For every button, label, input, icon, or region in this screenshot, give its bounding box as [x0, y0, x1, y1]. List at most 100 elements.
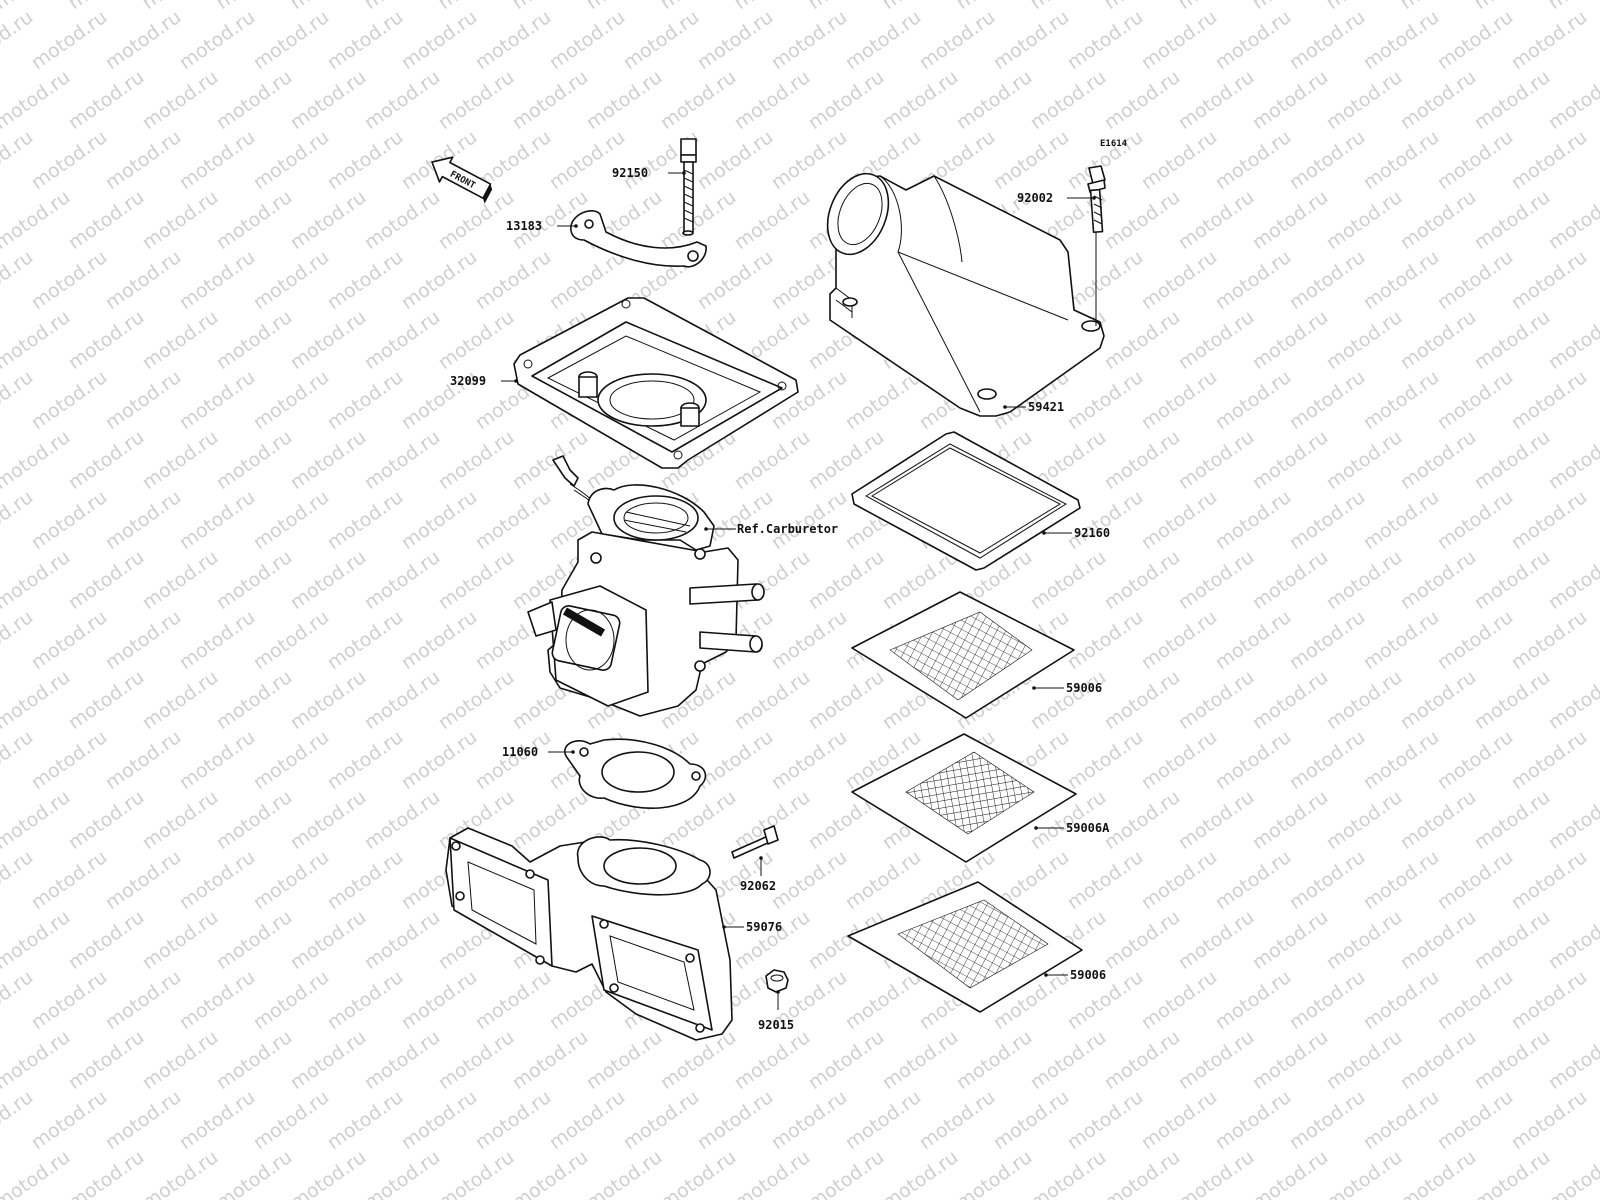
watermark-text: motod.ru	[138, 66, 222, 134]
watermark-text: motod.ru	[1544, 666, 1600, 734]
watermark-text: motod.ru	[0, 66, 74, 134]
watermark-text: motod.ru	[101, 6, 185, 74]
watermark-text: motod.ru	[582, 66, 666, 134]
base-plate-32099-icon	[513, 297, 799, 469]
watermark-text: motod.ru	[1211, 126, 1295, 194]
watermark-text: motod.ru	[1544, 426, 1600, 494]
watermark-text: motod.ru	[730, 666, 814, 734]
watermark-text: motod.ru	[64, 426, 148, 494]
watermark-text: motod.ru	[1322, 1026, 1406, 1094]
watermark-text: motod.ru	[249, 246, 333, 314]
watermark-text: motod.ru	[1211, 966, 1295, 1034]
watermark-text: motod.ru	[767, 606, 851, 674]
watermark-text: motod.ru	[175, 6, 259, 74]
watermark-text: motod.ru	[286, 186, 370, 254]
watermark-text: motod.ru	[1248, 1026, 1332, 1094]
watermark-text: motod.ru	[1063, 846, 1147, 914]
watermark-text: motod.ru	[27, 1086, 111, 1154]
watermark-text: motod.ru	[730, 186, 814, 254]
watermark-text: motod.ru	[1359, 1086, 1443, 1154]
watermark-text: motod.ru	[1433, 1086, 1517, 1154]
watermark-text: motod.ru	[730, 66, 814, 134]
watermark-text: motod.ru	[471, 1086, 555, 1154]
label-ref-carburetor: Ref.Carburetor	[737, 522, 838, 536]
watermark-text: motod.ru	[545, 6, 629, 74]
label-59006-top: 59006	[1066, 681, 1102, 695]
watermark-text: motod.ru	[1507, 606, 1591, 674]
watermark-text: motod.ru	[101, 846, 185, 914]
watermark-text: motod.ru	[693, 726, 777, 794]
watermark-text: motod.ru	[175, 846, 259, 914]
watermark-text: motod.ru	[508, 66, 592, 134]
watermark-text: motod.ru	[1174, 66, 1258, 134]
watermark-text: motod.ru	[212, 426, 296, 494]
watermark-text: motod.ru	[397, 6, 481, 74]
watermark-text: motod.ru	[1322, 186, 1406, 254]
watermark-text: motod.ru	[101, 1086, 185, 1154]
watermark-text: motod.ru	[397, 606, 481, 674]
watermark-text: motod.ru	[1470, 1146, 1554, 1200]
watermark-text: motod.ru	[952, 1146, 1036, 1200]
watermark-text: motod.ru	[249, 366, 333, 434]
watermark-text: motod.ru	[212, 1026, 296, 1094]
label-92015: 92015	[758, 1018, 794, 1032]
watermark-text: motod.ru	[730, 786, 814, 854]
watermark-text: motod.ru	[1100, 546, 1184, 614]
label-59006-bottom: 59006	[1070, 968, 1106, 982]
label-32099: 32099	[450, 374, 486, 388]
watermark-text: motod.ru	[1396, 906, 1480, 974]
watermark-text: motod.ru	[693, 1086, 777, 1154]
watermark-text: motod.ru	[434, 1026, 518, 1094]
watermark-text: motod.ru	[656, 1146, 740, 1200]
watermark-text: motod.ru	[64, 66, 148, 134]
watermark-text: motod.ru	[360, 306, 444, 374]
watermark-text: motod.ru	[0, 906, 74, 974]
watermark-text: motod.ru	[138, 1146, 222, 1200]
watermark-text: motod.ru	[101, 366, 185, 434]
bolt-92150-icon	[680, 138, 697, 236]
watermark-text: motod.ru	[1285, 6, 1369, 74]
watermark-text: motod.ru	[545, 1086, 629, 1154]
watermark-text: motod.ru	[1248, 66, 1332, 134]
watermark-text: motod.ru	[212, 186, 296, 254]
watermark-text: motod.ru	[878, 1146, 962, 1200]
watermark-text: motod.ru	[434, 666, 518, 734]
watermark-text: motod.ru	[249, 6, 333, 74]
watermark-text: motod.ru	[360, 0, 444, 14]
watermark-text: motod.ru	[1396, 186, 1480, 254]
watermark-text: motod.ru	[1285, 486, 1369, 554]
watermark-text: motod.ru	[1396, 306, 1480, 374]
watermark-text: motod.ru	[1211, 606, 1295, 674]
watermark-text: motod.ru	[27, 126, 111, 194]
watermark-text: motod.ru	[1285, 366, 1369, 434]
label-92150: 92150	[612, 166, 648, 180]
watermark-text: motod.ru	[1174, 426, 1258, 494]
watermark-text: motod.ru	[878, 1026, 962, 1094]
watermark-text: motod.ru	[1544, 306, 1600, 374]
watermark-text: motod.ru	[1100, 0, 1184, 14]
watermark-text: motod.ru	[1396, 1026, 1480, 1094]
watermark-text: motod.ru	[101, 726, 185, 794]
watermark-text: motod.ru	[360, 1146, 444, 1200]
watermark-text: motod.ru	[915, 1086, 999, 1154]
watermark-text: motod.ru	[1211, 366, 1295, 434]
watermark-text: motod.ru	[175, 966, 259, 1034]
watermark-text: motod.ru	[323, 126, 407, 194]
diagram-code: E1614	[1100, 139, 1128, 149]
watermark-text: motod.ru	[286, 786, 370, 854]
watermark-text: motod.ru	[64, 786, 148, 854]
watermark-text: motod.ru	[1063, 726, 1147, 794]
watermark-text: motod.ru	[730, 426, 814, 494]
watermark-text: motod.ru	[1026, 666, 1110, 734]
watermark-text: motod.ru	[915, 6, 999, 74]
watermark-text: motod.ru	[1248, 786, 1332, 854]
watermark-text: motod.ru	[0, 0, 74, 14]
watermark-text: motod.ru	[1285, 966, 1369, 1034]
watermark-text: motod.ru	[1211, 846, 1295, 914]
label-92002: 92002	[1017, 191, 1053, 205]
watermark-text: motod.ru	[804, 1146, 888, 1200]
watermark-text: motod.ru	[1470, 546, 1554, 614]
watermark-text: motod.ru	[360, 66, 444, 134]
watermark-text: motod.ru	[841, 6, 925, 74]
watermark-text: motod.ru	[1248, 1146, 1332, 1200]
